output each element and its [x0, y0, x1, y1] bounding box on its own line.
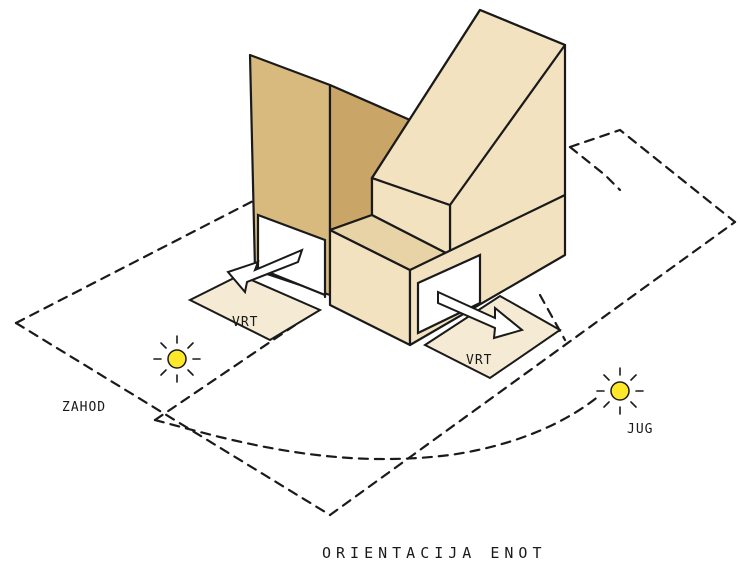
garden-west-label: VRT — [232, 315, 258, 330]
window-south — [416, 253, 482, 335]
sun-west-icon — [153, 335, 201, 383]
sun-south-label: JUG — [627, 422, 653, 437]
arrow-west — [226, 248, 304, 295]
diagram-caption: ORIENTACIJA ENOT — [322, 544, 547, 562]
patio-west — [187, 273, 323, 342]
building — [248, 8, 567, 347]
arrow-south — [437, 290, 525, 340]
sun-west-label: ZAHOD — [62, 400, 106, 415]
sun-south-icon — [596, 367, 644, 415]
tower-top — [370, 8, 567, 207]
garden-south-label: VRT — [466, 353, 492, 368]
